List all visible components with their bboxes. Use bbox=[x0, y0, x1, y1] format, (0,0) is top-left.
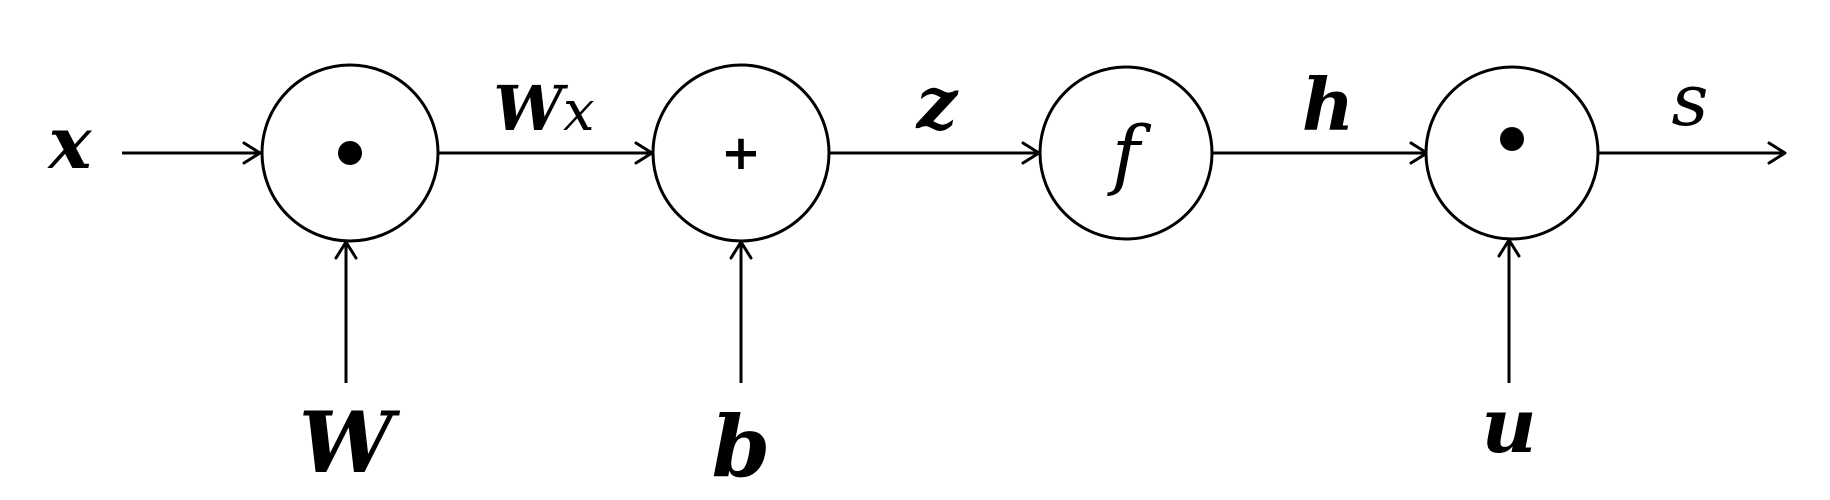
activation-node: f bbox=[1038, 65, 1214, 241]
dot-operator-2-icon bbox=[1500, 127, 1524, 151]
dot-product-node-2-circle bbox=[1424, 65, 1600, 241]
arrowhead-W-to-dot1 bbox=[334, 240, 358, 260]
arrowhead-u-to-dot2 bbox=[1497, 238, 1521, 258]
input-b-label: b bbox=[712, 397, 771, 496]
input-x-label: x bbox=[47, 100, 93, 185]
dot-operator-1-icon bbox=[338, 141, 362, 165]
edge-Wx-label-x: x bbox=[563, 79, 595, 144]
arrowhead-b-to-add bbox=[729, 240, 753, 260]
input-u-label: u bbox=[1481, 381, 1536, 470]
dot-product-node-2 bbox=[1424, 65, 1600, 241]
dot-product-node-1 bbox=[260, 63, 440, 243]
plus-operator-icon: + bbox=[721, 125, 761, 181]
add-node: + bbox=[651, 63, 831, 243]
edge-h-label: h bbox=[1302, 62, 1354, 147]
edge-z-label: z bbox=[915, 60, 960, 145]
edge-Wx-label-W: W bbox=[493, 72, 568, 145]
output-s-label: s bbox=[1672, 58, 1709, 142]
input-W-label: W bbox=[299, 393, 401, 492]
edge-Wx-label: Wx bbox=[493, 72, 594, 145]
arrowhead-output bbox=[1767, 141, 1787, 165]
arrowhead-x-to-dot1 bbox=[242, 141, 262, 165]
